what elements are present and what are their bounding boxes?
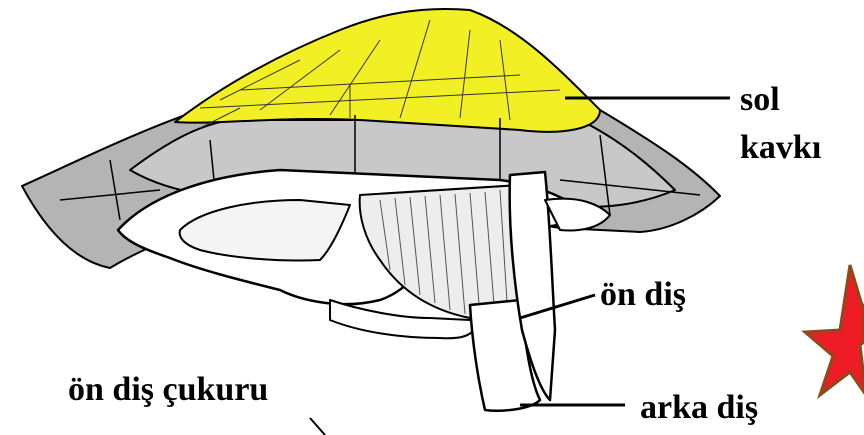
label-on-dis-cukuru: ön diş çukuru xyxy=(68,371,268,408)
label-sol: sol xyxy=(740,81,780,118)
label-kavki: kavkı xyxy=(740,129,821,166)
pointer-on-dis-cukuru xyxy=(310,418,325,435)
label-arka-dis: arka diş xyxy=(640,389,758,426)
shell-top-yellow xyxy=(175,9,600,132)
label-on-dis: ön diş xyxy=(600,276,686,313)
red-star-icon xyxy=(805,265,864,395)
shell-illustration xyxy=(22,9,720,411)
